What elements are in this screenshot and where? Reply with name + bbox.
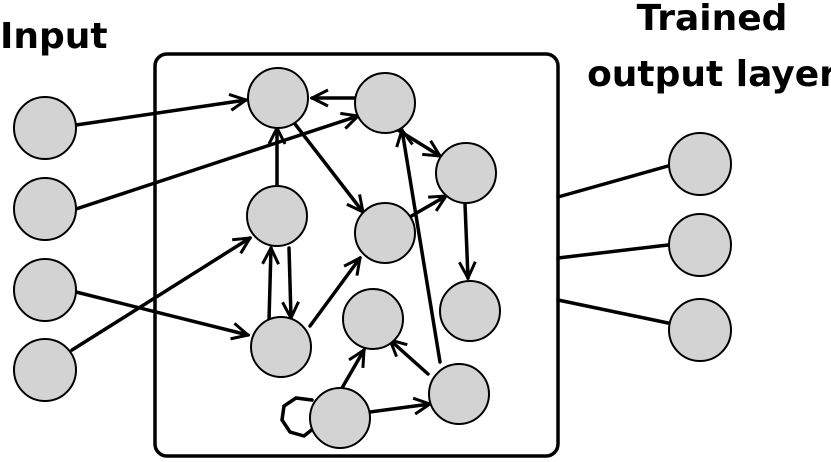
reservoir-node-3 [246, 185, 308, 247]
input-node-2 [13, 177, 77, 241]
input-node-4 [13, 338, 77, 402]
input-edge-3 [74, 290, 248, 335]
reservoir-node-2 [354, 72, 416, 134]
input-edge-4 [70, 238, 250, 352]
output-edge-2 [556, 243, 670, 260]
edge-n9-n10 [368, 404, 430, 412]
input-nodes [13, 96, 77, 402]
input-edge-1 [74, 100, 246, 127]
reservoir-node-4 [435, 142, 497, 204]
output-edge-3 [556, 298, 670, 325]
reservoir-node-5 [354, 202, 416, 264]
edge-n10-n2 [402, 130, 442, 364]
output-node-2 [668, 213, 732, 277]
reservoir-connections [269, 98, 468, 438]
edge-n7-n5 [308, 258, 360, 328]
edge-n1-n5 [293, 122, 363, 212]
input-label: Input [0, 16, 108, 57]
reservoir-node-6 [439, 280, 501, 342]
output-node-3 [668, 298, 732, 362]
edge-n4-n6 [465, 202, 468, 278]
reservoir-node-10 [428, 363, 490, 425]
self-loop-n9 [280, 396, 316, 438]
output-nodes [668, 132, 732, 362]
edge-n7-n3 [269, 248, 271, 322]
output-edge-1 [556, 164, 670, 199]
input-edge-2 [74, 116, 358, 211]
reservoir-box [153, 52, 560, 458]
reservoir-nodes [246, 67, 501, 449]
reservoir-node-1 [247, 67, 309, 129]
output-node-1 [668, 132, 732, 196]
reservoir-node-9 [309, 387, 371, 449]
output-connections [556, 164, 670, 325]
edge-n10-n8 [390, 340, 430, 376]
reservoir-node-7 [250, 316, 312, 378]
output-label-line1: Trained [637, 0, 788, 39]
input-node-1 [13, 96, 77, 160]
reservoir-node-8 [342, 288, 404, 350]
input-connections [70, 100, 358, 352]
edge-n9-n8 [340, 350, 366, 390]
edge-n3-n7 [289, 246, 291, 318]
output-label-line2: output layer [587, 54, 831, 95]
input-node-3 [13, 258, 77, 322]
